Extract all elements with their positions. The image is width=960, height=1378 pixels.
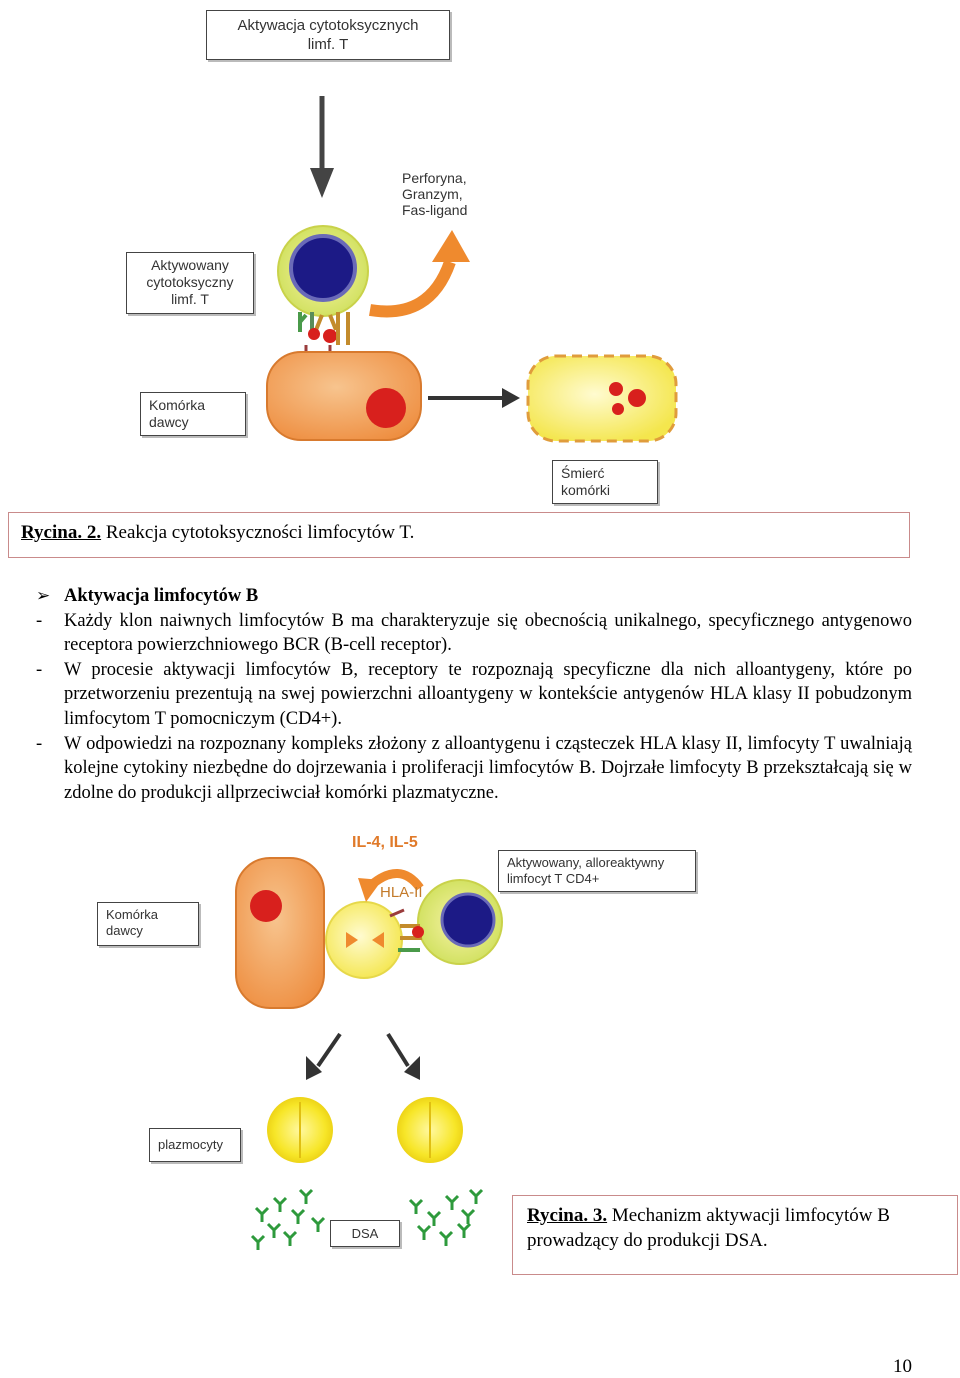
fig2-title-box: Aktywacja cytotoksycznych limf. T — [206, 10, 450, 60]
fig2-death-arrow-head — [502, 388, 520, 408]
activated-line3: limf. T — [171, 291, 209, 307]
fig3-antibodies-left — [250, 1188, 326, 1250]
fig3-donor-label: Komórka dawcy — [97, 902, 199, 946]
fig3-left-arrow-head — [306, 1056, 322, 1080]
donor3-line1: Komórka — [106, 907, 159, 922]
dash-marker: - — [36, 733, 43, 754]
fig3-caption-text: Mechanizm aktywacji limfocytów B prowadz… — [527, 1205, 890, 1251]
tcell-line1: Aktywowany, alloreaktywny — [507, 855, 665, 870]
fig2-fragment — [612, 403, 624, 415]
fig2-caption: Rycina. 2. Reakcja cytotoksyczności limf… — [8, 512, 910, 558]
fig2-activated-label: Aktywowany cytotoksyczny limf. T — [126, 252, 254, 314]
fig3-antibodies-right — [408, 1188, 484, 1246]
fig2-caption-num: Rycina. 2. — [21, 522, 102, 543]
dash-marker: - — [36, 610, 43, 631]
molecule-perforin: Perforyna, — [402, 170, 467, 186]
fig3-donor-cell — [235, 857, 325, 1009]
fig3-right-arrow — [386, 1032, 410, 1068]
fig3-left-arrow — [316, 1032, 342, 1068]
molecule-fasl: Fas-ligand — [402, 202, 468, 218]
tcell-line2: limfocyt T CD4+ — [507, 871, 600, 886]
fig2-curved-arrow-head — [432, 230, 470, 262]
fig3-tcell-nucleus — [440, 892, 496, 948]
fig3-plasma-label: plazmocyty — [149, 1128, 241, 1162]
activated-line1: Aktywowany — [151, 257, 229, 273]
fig3-diagram — [235, 857, 503, 1250]
heading-arrow-icon: ➢ — [36, 586, 51, 605]
activated-line2: cytotoksyczny — [146, 274, 234, 290]
fig2-fragment — [628, 389, 646, 407]
fig2-title-line2: limf. T — [307, 36, 349, 53]
fig3-bcell — [325, 901, 403, 979]
fig3-cytokines-label: IL-4, IL-5 — [352, 834, 418, 851]
fig2-tcell-nucleus — [289, 234, 357, 302]
fig3-caption-num: Rycina. 3. — [527, 1205, 608, 1226]
section-b-activation: ➢ Aktywacja limfocytów B - Każdy klon na… — [36, 584, 912, 805]
fig2-donor-nucleus — [366, 388, 406, 428]
donor-line2: dawcy — [149, 414, 189, 430]
fig2-curved-arrow — [369, 259, 456, 318]
fig2-diagram — [266, 96, 678, 443]
molecule-granzyme: Granzym, — [402, 186, 463, 202]
fig3-right-arrow-head — [404, 1056, 420, 1080]
fig2-dead-cell — [526, 354, 678, 443]
fig3-caption: Rycina. 3. Mechanizm aktywacji limfocytó… — [512, 1195, 958, 1275]
list-item-text: W odpowiedzi na rozpoznany kompleks złoż… — [64, 733, 912, 803]
list-item: - Każdy klon naiwnych limfocytów B ma ch… — [36, 609, 912, 658]
list-item: - W odpowiedzi na rozpoznany kompleks zł… — [36, 732, 912, 806]
fig3-donor-nucleus — [250, 890, 282, 922]
fig3-antigen-arrow — [346, 932, 358, 948]
fig2-down-arrow-head — [310, 168, 334, 198]
fig3-antigen-arrow — [372, 932, 384, 948]
fig2-death-label: Śmierć komórki — [552, 460, 658, 504]
fig2-molecules-label: Perforyna, Granzym, Fas-ligand — [402, 170, 467, 218]
section-heading-text: Aktywacja limfocytów B — [64, 586, 259, 606]
fig2-fragment — [609, 382, 623, 396]
fig3-tcell-label: Aktywowany, alloreaktywny limfocyt T CD4… — [498, 850, 696, 892]
fig3-cytokine-arrow-head — [358, 878, 382, 902]
fig3-dsa-label: DSA — [330, 1220, 400, 1247]
fig3-receptors — [389, 908, 424, 952]
dash-marker: - — [36, 659, 43, 680]
fig3-hla-label: HLA-II — [380, 884, 423, 901]
fig2-receptors — [298, 312, 350, 362]
fig2-donor-label: Komórka dawcy — [140, 392, 246, 436]
fig2-title-line1: Aktywacja cytotoksycznych — [237, 17, 419, 34]
death-line1: Śmierć — [561, 465, 605, 481]
fig2-caption-text: Reakcja cytotoksyczności limfocytów T. — [101, 522, 415, 543]
section-heading: ➢ Aktywacja limfocytów B — [36, 584, 912, 609]
page-number: 10 — [893, 1356, 912, 1377]
list-item: - W procesie aktywacji limfocytów B, rec… — [36, 658, 912, 732]
list-item-text: Każdy klon naiwnych limfocytów B ma char… — [64, 610, 912, 656]
donor3-line2: dawcy — [106, 923, 143, 938]
death-line2: komórki — [561, 482, 611, 498]
list-item-text: W procesie aktywacji limfocytów B, recep… — [64, 659, 912, 729]
donor-line1: Komórka — [149, 397, 206, 413]
